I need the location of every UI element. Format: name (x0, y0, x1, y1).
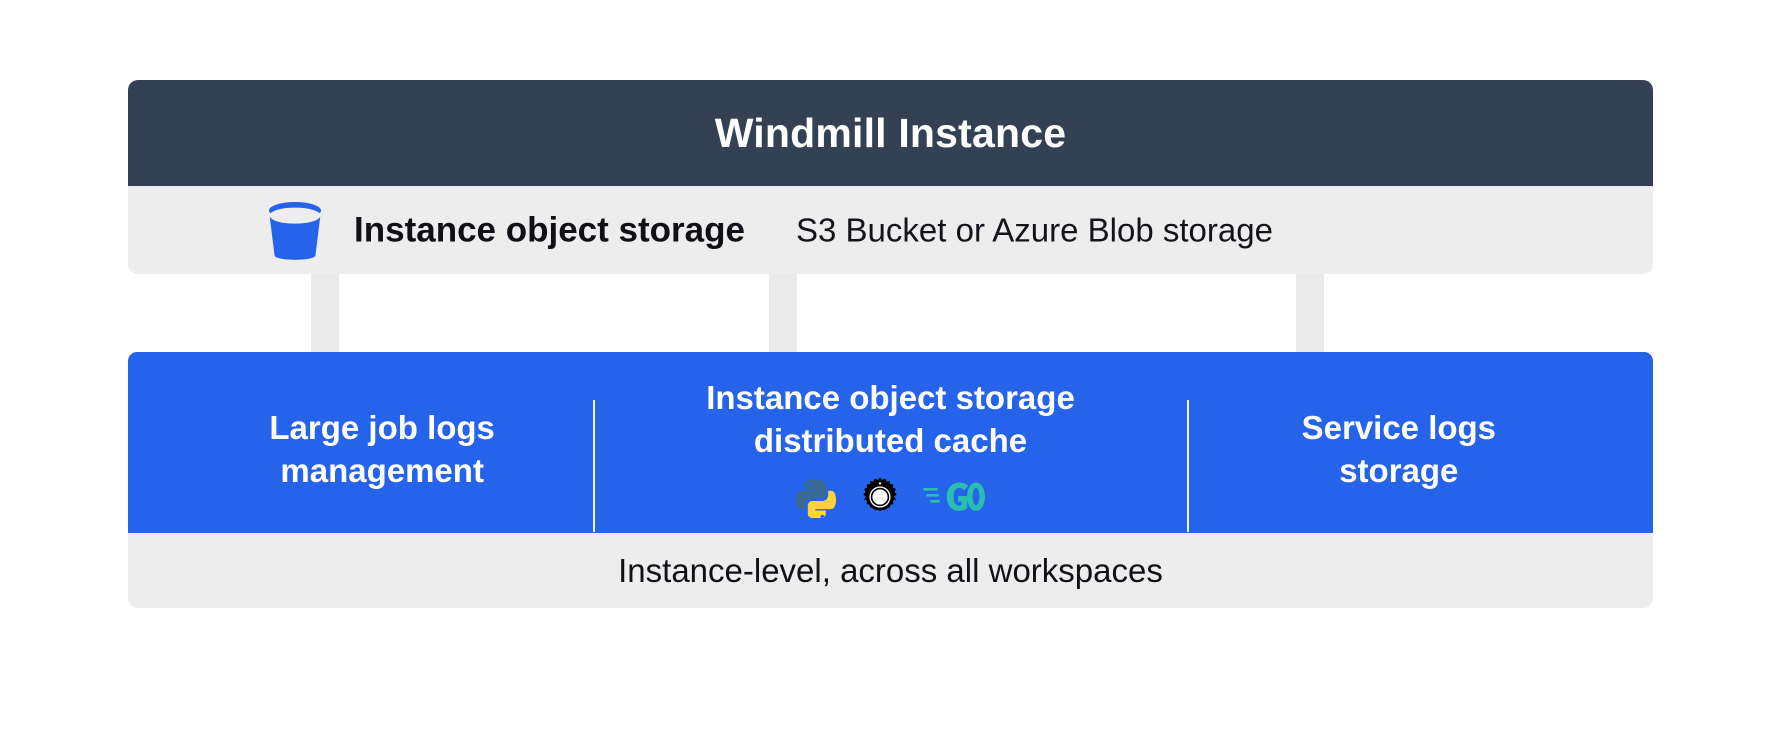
go-logo-icon (923, 480, 986, 519)
instance-object-storage-label: Instance object storage (354, 210, 745, 250)
python-logo-icon (795, 476, 837, 523)
windmill-instance-diagram: Windmill Instance Instance object storag… (128, 80, 1653, 661)
rust-logo-icon (859, 476, 901, 523)
page-title: Windmill Instance (714, 109, 1067, 156)
instance-scope-footer: Instance-level, across all workspaces (128, 533, 1653, 608)
feature-title: Large job logs management (269, 409, 495, 489)
column-divider (1187, 400, 1189, 532)
column-divider (593, 400, 595, 532)
instance-object-storage-row: Instance object storage S3 Bucket or Azu… (128, 186, 1653, 274)
feature-title: Instance object storage distributed cach… (706, 379, 1075, 459)
supported-languages (795, 476, 986, 523)
feature-large-job-logs: Large job logs management (128, 352, 636, 533)
feature-panel: Large job logs management Instance objec… (128, 352, 1653, 533)
feature-title: Service logs storage (1301, 409, 1497, 489)
footer-text: Instance-level, across all workspaces (618, 552, 1163, 589)
instance-object-storage-description: S3 Bucket or Azure Blob storage (796, 211, 1273, 249)
feature-service-logs: Service logs storage (1145, 352, 1653, 533)
feature-distributed-cache: Instance object storage distributed cach… (636, 352, 1144, 533)
instance-header-band: Windmill Instance (128, 80, 1653, 186)
s3-bucket-icon (266, 200, 324, 260)
